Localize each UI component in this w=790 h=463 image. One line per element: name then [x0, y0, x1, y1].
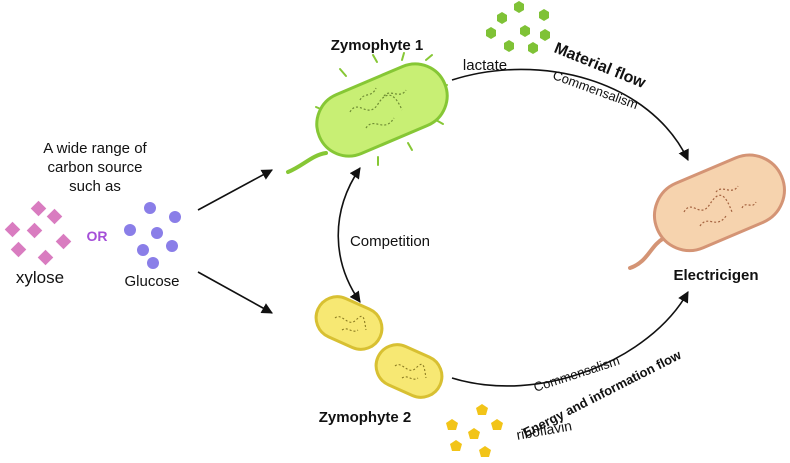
xylose-label: xylose	[16, 268, 64, 287]
zymophyte2-bacterium-icon	[314, 295, 444, 399]
riboflavin-molecules-icon	[446, 404, 503, 457]
arrow-material-flow	[451, 68, 689, 162]
carbon-source-line-2: carbon source	[47, 159, 142, 176]
arrow-to-zymophyte2	[197, 271, 273, 314]
zymophyte1-label: Zymophyte 1	[331, 37, 424, 54]
glucose-label: Glucose	[124, 273, 179, 290]
arrow-competition	[337, 167, 361, 303]
arrow-to-zymophyte1	[197, 169, 273, 211]
lactate-molecules-icon	[486, 1, 550, 54]
carbon-source-line-1: A wide range of	[43, 140, 147, 157]
arrow-energy-flow	[451, 291, 689, 387]
electricigen-label: Electricigen	[673, 267, 758, 284]
competition-label: Competition	[350, 233, 430, 250]
carbon-source-line-3: such as	[69, 178, 121, 195]
or-label: OR	[87, 228, 108, 244]
glucose-molecules-icon	[124, 202, 181, 269]
lactate-label: lactate	[463, 57, 507, 74]
electricigen-bacterium-icon	[628, 153, 786, 270]
zymophyte1-bacterium-icon	[286, 52, 449, 174]
zymophyte2-label: Zymophyte 2	[319, 409, 412, 426]
xylose-molecules-icon	[4, 200, 72, 266]
